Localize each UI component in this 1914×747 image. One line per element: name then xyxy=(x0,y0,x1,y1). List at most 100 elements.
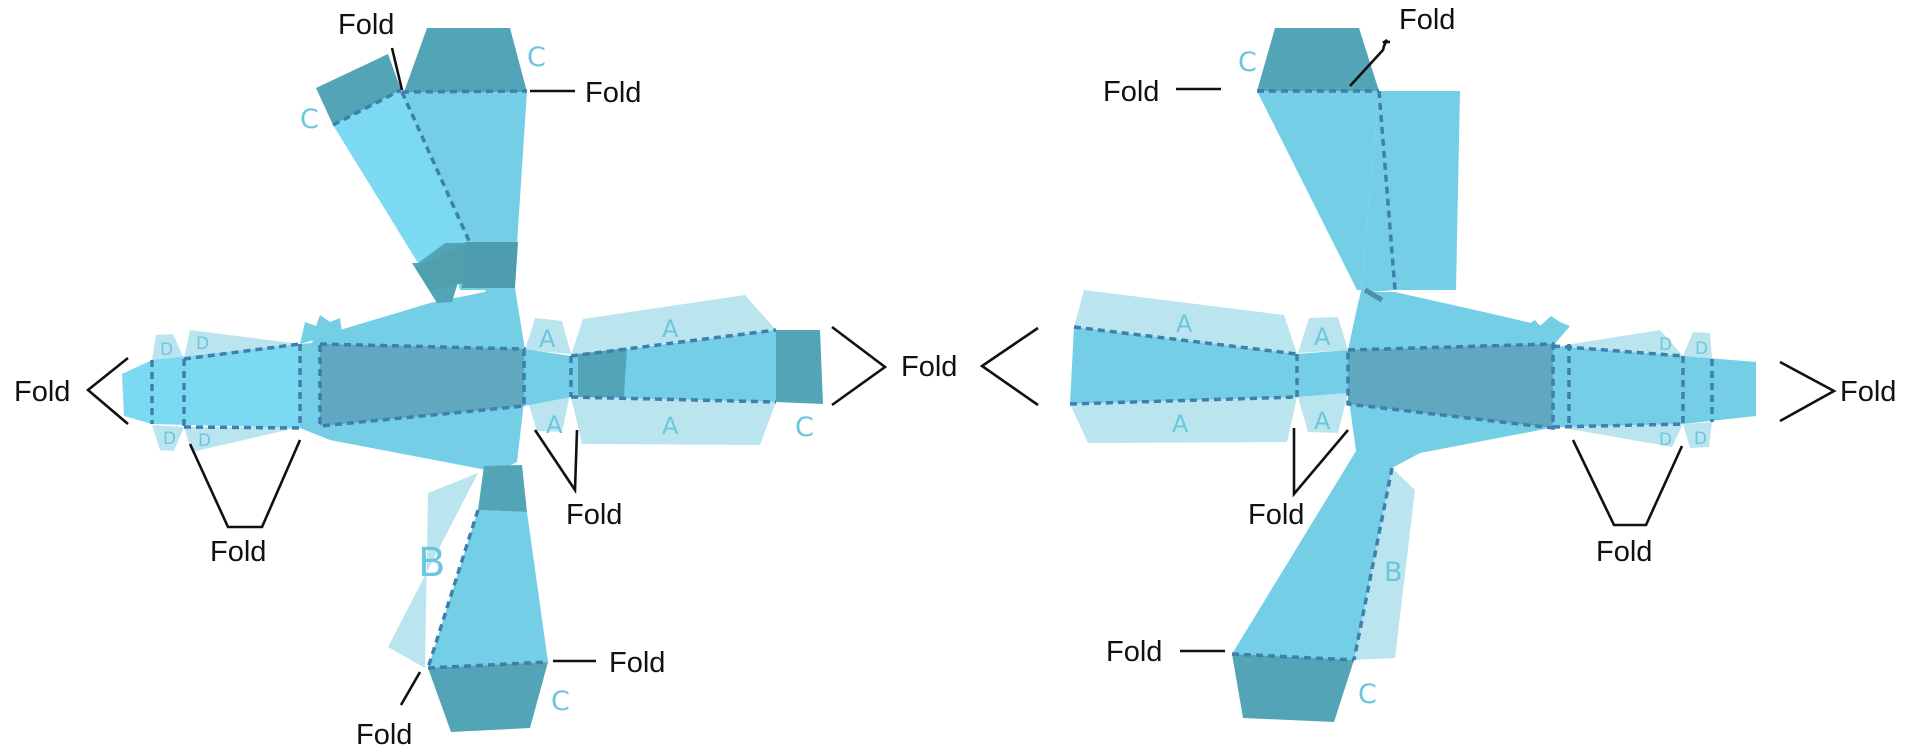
fold-label-right-4: Fold xyxy=(1596,536,1652,568)
leader-center-bottom xyxy=(1292,428,1349,498)
right-arm-cap xyxy=(776,330,823,404)
top-arm-cap xyxy=(1257,28,1379,91)
leader-center-bottom xyxy=(533,429,579,495)
tab-d-3 xyxy=(1553,424,1683,447)
bottom-arm-cap xyxy=(428,662,548,732)
fold-label-left-2: Fold xyxy=(585,77,641,109)
tab-letter-a: A xyxy=(1314,323,1331,351)
tab-letter-a: A xyxy=(662,315,679,343)
fold-label-left-8: Fold xyxy=(356,719,412,747)
tab-d-4 xyxy=(184,427,300,452)
fold-label-right-5: Fold xyxy=(1840,376,1896,408)
left-arm-neck xyxy=(1297,350,1348,397)
top-arm-panel xyxy=(1257,91,1379,290)
tab-letter-d: D xyxy=(198,431,211,451)
fold-label-left-6: Fold xyxy=(901,351,957,383)
fold-label-left-3: Fold xyxy=(14,376,70,408)
leader-left-bottom xyxy=(188,439,302,529)
tab-letter-a: A xyxy=(1172,410,1189,438)
tab-letter-c: C xyxy=(300,104,319,135)
tab-d-3 xyxy=(152,425,184,451)
right-template-piece: Fold Fold Fold Fold Fold Fold C A A A A … xyxy=(979,4,1896,722)
bottom-arm-panel xyxy=(1232,451,1392,660)
leader-bottom-left xyxy=(399,671,422,706)
tab-letter-c: C xyxy=(551,686,570,717)
left-template-piece: Fold Fold Fold Fold Fold Fold Fold Fold … xyxy=(14,9,957,747)
notch-mark xyxy=(1363,287,1384,303)
tab-d-2 xyxy=(184,330,300,359)
tab-letter-d: D xyxy=(196,334,209,354)
left-leader-lines xyxy=(85,47,888,706)
tab-a-lower-large xyxy=(1070,397,1297,443)
fold-label-right-1: Fold xyxy=(1399,4,1455,36)
tab-a-lower-large xyxy=(571,397,776,445)
center-panel xyxy=(320,344,524,426)
top-inner-block xyxy=(462,242,518,288)
tab-letter-d: D xyxy=(1695,339,1708,359)
tab-letter-a: A xyxy=(1314,407,1331,435)
right-arm-tip xyxy=(1683,356,1756,424)
tab-letter-b: B xyxy=(418,540,445,586)
tab-letter-d: D xyxy=(1659,430,1672,450)
tab-d-4 xyxy=(1683,422,1712,448)
tab-b xyxy=(388,473,478,668)
tab-d-1 xyxy=(152,334,184,360)
tab-letter-d: D xyxy=(1694,429,1707,449)
fold-label-left-5: Fold xyxy=(566,499,622,531)
tab-d-2 xyxy=(1683,332,1712,359)
fold-label-right-6: Fold xyxy=(1106,636,1162,668)
top-arm-cap xyxy=(404,28,527,92)
fold-label-left-7: Fold xyxy=(609,647,665,679)
leader-right-arrow xyxy=(1779,360,1837,423)
leader-left-arrow xyxy=(85,356,129,425)
center-panel xyxy=(1348,344,1553,428)
tab-a-upper-large xyxy=(571,295,776,355)
left-arm-panel xyxy=(152,344,300,428)
tab-letter-d: D xyxy=(1659,335,1672,355)
tab-letter-c: C xyxy=(1358,679,1377,710)
tab-a-upper-large xyxy=(1074,290,1297,354)
top-left-arm-panel xyxy=(333,90,470,263)
leader-left-arrow xyxy=(979,326,1039,407)
left-arm-tip xyxy=(122,360,152,424)
tab-a-lower-small xyxy=(1298,393,1348,433)
tab-a-upper-small xyxy=(525,318,571,354)
tab-letter-c: C xyxy=(795,412,814,443)
tab-letter-d: D xyxy=(160,340,173,360)
leader-top xyxy=(390,47,404,91)
leader-top xyxy=(1349,38,1390,87)
top-left-arm-cap xyxy=(316,54,401,125)
bottom-arm-top-block xyxy=(478,465,527,512)
right-fold-lines xyxy=(1069,89,1714,662)
top-left-arm-foot-block xyxy=(415,243,467,290)
body-spikes xyxy=(300,315,342,344)
top-arm-panel xyxy=(402,91,527,290)
tab-letter-a: A xyxy=(662,412,679,440)
tab-letter-c: C xyxy=(1238,47,1257,78)
tab-letter-b: B xyxy=(1384,557,1403,588)
leader-right-bottom xyxy=(1571,439,1684,527)
right-arm-neck xyxy=(524,349,571,406)
tab-letter-d: D xyxy=(163,429,176,449)
tab-b xyxy=(1354,468,1415,660)
right-arm-panel xyxy=(1553,346,1683,427)
bottom-arm-cap xyxy=(1232,654,1354,722)
bottom-arm-panel xyxy=(428,510,548,668)
fold-label-right-2: Fold xyxy=(1103,76,1159,108)
right-leader-lines xyxy=(979,38,1837,653)
tab-letter-c: C xyxy=(527,42,546,73)
fold-label-left-4: Fold xyxy=(210,536,266,568)
right-arm-dark-block xyxy=(578,348,627,397)
leader-right-arrow xyxy=(831,325,888,407)
tab-letter-a: A xyxy=(1176,310,1193,338)
tab-d-1 xyxy=(1553,330,1683,356)
tab-letter-a: A xyxy=(539,325,556,353)
fold-label-left-1: Fold xyxy=(338,9,394,41)
top-arm-side-panel xyxy=(1361,91,1460,292)
tab-letter-a: A xyxy=(546,411,563,439)
fold-label-right-3: Fold xyxy=(1248,499,1304,531)
tab-a-upper-small xyxy=(1298,317,1348,353)
left-arm-panel xyxy=(1070,327,1297,404)
body-spikes xyxy=(1520,316,1570,346)
